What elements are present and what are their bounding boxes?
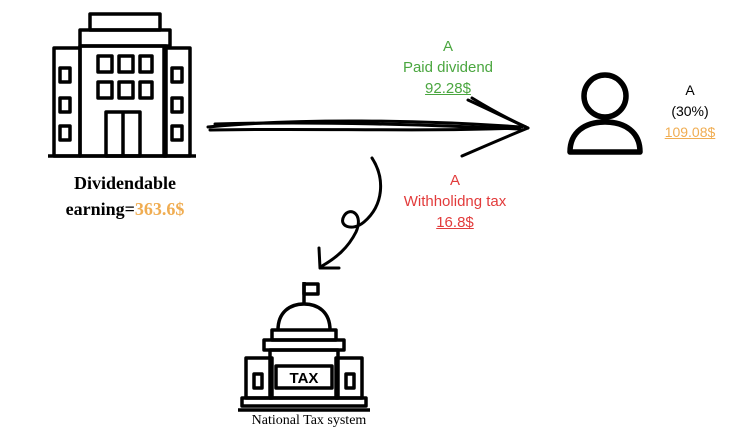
tax-amount: 16.8$ <box>436 214 474 231</box>
shareholder-share: (30%) <box>671 103 709 119</box>
dividend-label: A Paid dividend 92.28$ <box>378 36 518 99</box>
tax-label: A Withholidng tax 16.8$ <box>380 170 530 233</box>
tax-label-text: Withholidng tax <box>403 193 507 210</box>
tax-arrow <box>317 156 383 270</box>
dividend-label-top: A <box>442 38 453 55</box>
earning-prefix: earning= <box>65 199 135 219</box>
tax-sign-text: TAX <box>290 370 319 387</box>
shareholder-label: A (30%) 109.08$ <box>650 80 730 143</box>
dividend-label-text: Paid dividend <box>402 59 494 76</box>
company-label-line2: earning=363.6$ <box>0 196 250 222</box>
earning-value: 363.6$ <box>134 199 185 219</box>
company-label: Dividendable earning=363.6$ <box>0 170 250 222</box>
shareholder-amount: 109.08$ <box>664 124 716 140</box>
company-label-line1: Dividendable <box>73 173 177 193</box>
shareholder-name: A <box>685 82 695 98</box>
tax-system-label: National Tax system <box>251 413 367 428</box>
tax-label-top: A <box>449 172 460 189</box>
dividend-amount: 92.28$ <box>425 80 471 97</box>
dividend-arrow <box>206 96 530 158</box>
